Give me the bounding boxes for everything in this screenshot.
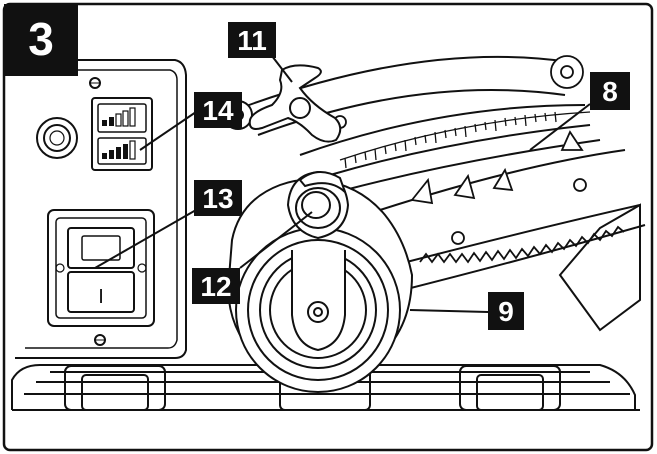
round-button: [36, 117, 78, 159]
figure-number: 3: [28, 13, 54, 65]
plate-screws: [333, 55, 587, 245]
gear-rack: [419, 225, 625, 264]
callout-11-label: 11: [237, 25, 267, 56]
callout-9-label: 9: [498, 296, 514, 327]
leader-lines: [94, 55, 591, 313]
angle-scale: [339, 111, 591, 169]
callout-12: 12: [192, 268, 240, 304]
callout-8-label: 8: [602, 76, 618, 107]
handle-knob: [286, 170, 350, 352]
control-panel: [15, 59, 187, 359]
on-off-switch: [47, 209, 155, 327]
callout-14: 14: [194, 92, 242, 128]
machine-base: [11, 364, 640, 411]
figure-number-label: 3: [4, 4, 78, 76]
switch-on-symbol: I: [98, 286, 104, 308]
speed-indicator: [91, 97, 153, 171]
callout-14-label: 14: [202, 95, 234, 126]
callout-13: 13: [194, 180, 242, 216]
angle-markers: [410, 130, 584, 205]
callout-9: 9: [488, 292, 524, 330]
callout-13-label: 13: [202, 183, 233, 214]
callout-8: 8: [590, 72, 630, 110]
callout-11: 11: [228, 22, 276, 58]
callout-12-label: 12: [200, 271, 231, 302]
